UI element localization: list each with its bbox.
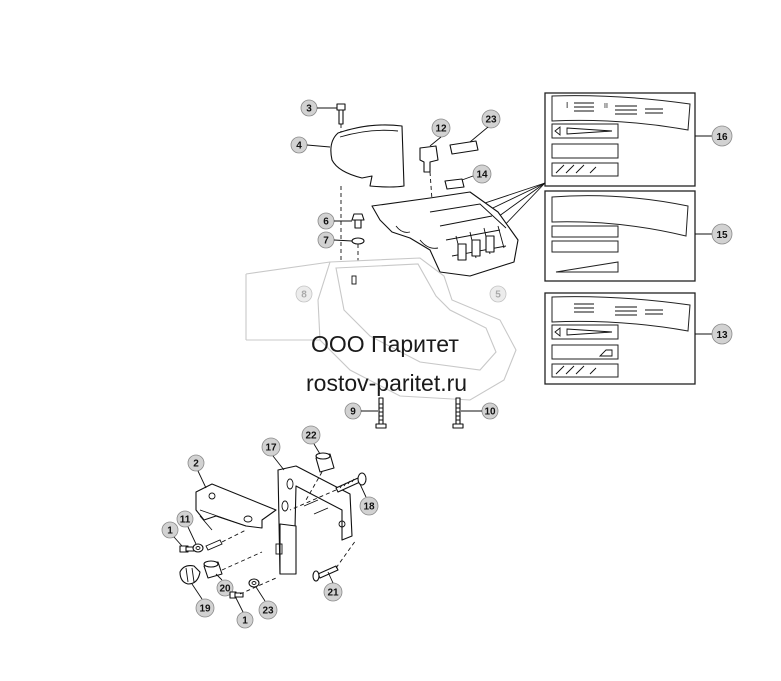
svg-text:2: 2 [193,459,199,470]
callout-9: 9 [344,402,362,420]
bolt-6 [351,213,365,229]
bracket-17 [275,465,353,575]
callout-1-lower: 1 [236,611,254,629]
svg-text:20: 20 [219,584,231,595]
housing-8 [245,257,517,401]
svg-text:8: 8 [301,290,307,301]
callout-3: 3 [300,99,318,117]
bolt-18 [335,472,367,493]
callout-15: 15 [711,223,733,245]
callout-21: 21 [323,582,343,602]
screw-10 [452,397,464,429]
svg-text:12: 12 [435,124,447,135]
svg-text:17: 17 [265,443,277,454]
svg-text:16: 16 [716,132,728,143]
label-23-top [449,140,479,155]
svg-text:1: 1 [242,616,248,627]
svg-text:15: 15 [716,230,728,241]
callout-18: 18 [359,496,379,516]
svg-text:23: 23 [485,115,497,126]
svg-text:3: 3 [306,104,312,115]
callout-4: 4 [290,136,308,154]
svg-text:4: 4 [296,141,302,152]
svg-text:21: 21 [327,588,339,599]
washer-7 [351,237,365,245]
spacer-20 [203,560,223,579]
clip-12 [419,145,439,173]
svg-text:11: 11 [180,515,191,526]
callout-22: 22 [301,425,321,445]
decal-symbol-i: I [566,101,568,110]
svg-text:18: 18 [363,502,375,513]
svg-text:14: 14 [476,170,488,181]
svg-text:13: 13 [716,330,728,341]
washer-11 [192,543,204,553]
screw-1-lower [229,591,244,599]
svg-text:19: 19 [199,604,211,615]
svg-text:23: 23 [262,606,274,617]
callout-2: 2 [187,454,205,472]
callout-20: 20 [216,579,234,597]
cover-4 [330,124,405,188]
spacer-22 [315,452,335,473]
callout-23-top: 23 [481,109,501,129]
svg-text:22: 22 [305,431,317,442]
callout-7: 7 [317,231,335,249]
svg-text:10: 10 [484,407,496,418]
callout-16: 16 [711,125,733,147]
callout-23-lower: 23 [258,600,278,620]
callout-6: 6 [317,212,335,230]
callout-14: 14 [472,164,492,184]
decal-box-16: I II [544,92,712,187]
svg-text:5: 5 [495,290,501,301]
callout-19: 19 [195,598,215,618]
decal-symbol-ii: II [604,103,608,110]
callout-17: 17 [261,437,281,457]
watermark-company: ООО Паритет [311,331,459,357]
svg-text:7: 7 [323,236,329,247]
control-console-5 [371,191,519,277]
svg-text:1: 1 [167,526,173,537]
plate-2 [195,483,277,531]
callout-8: 8 [295,285,313,303]
plate-14 [444,178,465,190]
watermark-url: rostov-paritet.ru [306,370,468,396]
decal-box-15 [544,190,712,282]
callout-10: 10 [481,402,499,420]
svg-text:9: 9 [350,407,356,418]
callout-11: 11 [176,510,194,528]
callout-5: 5 [489,285,507,303]
decal-box-13 [544,292,712,385]
washer-23-lower [248,578,260,588]
callout-13: 13 [711,323,733,345]
screw-21 [312,565,339,582]
svg-text:6: 6 [323,217,329,228]
knob-19 [179,565,201,585]
callout-1-upper: 1 [161,521,179,539]
screw-9 [375,397,387,429]
callout-12: 12 [431,118,451,138]
